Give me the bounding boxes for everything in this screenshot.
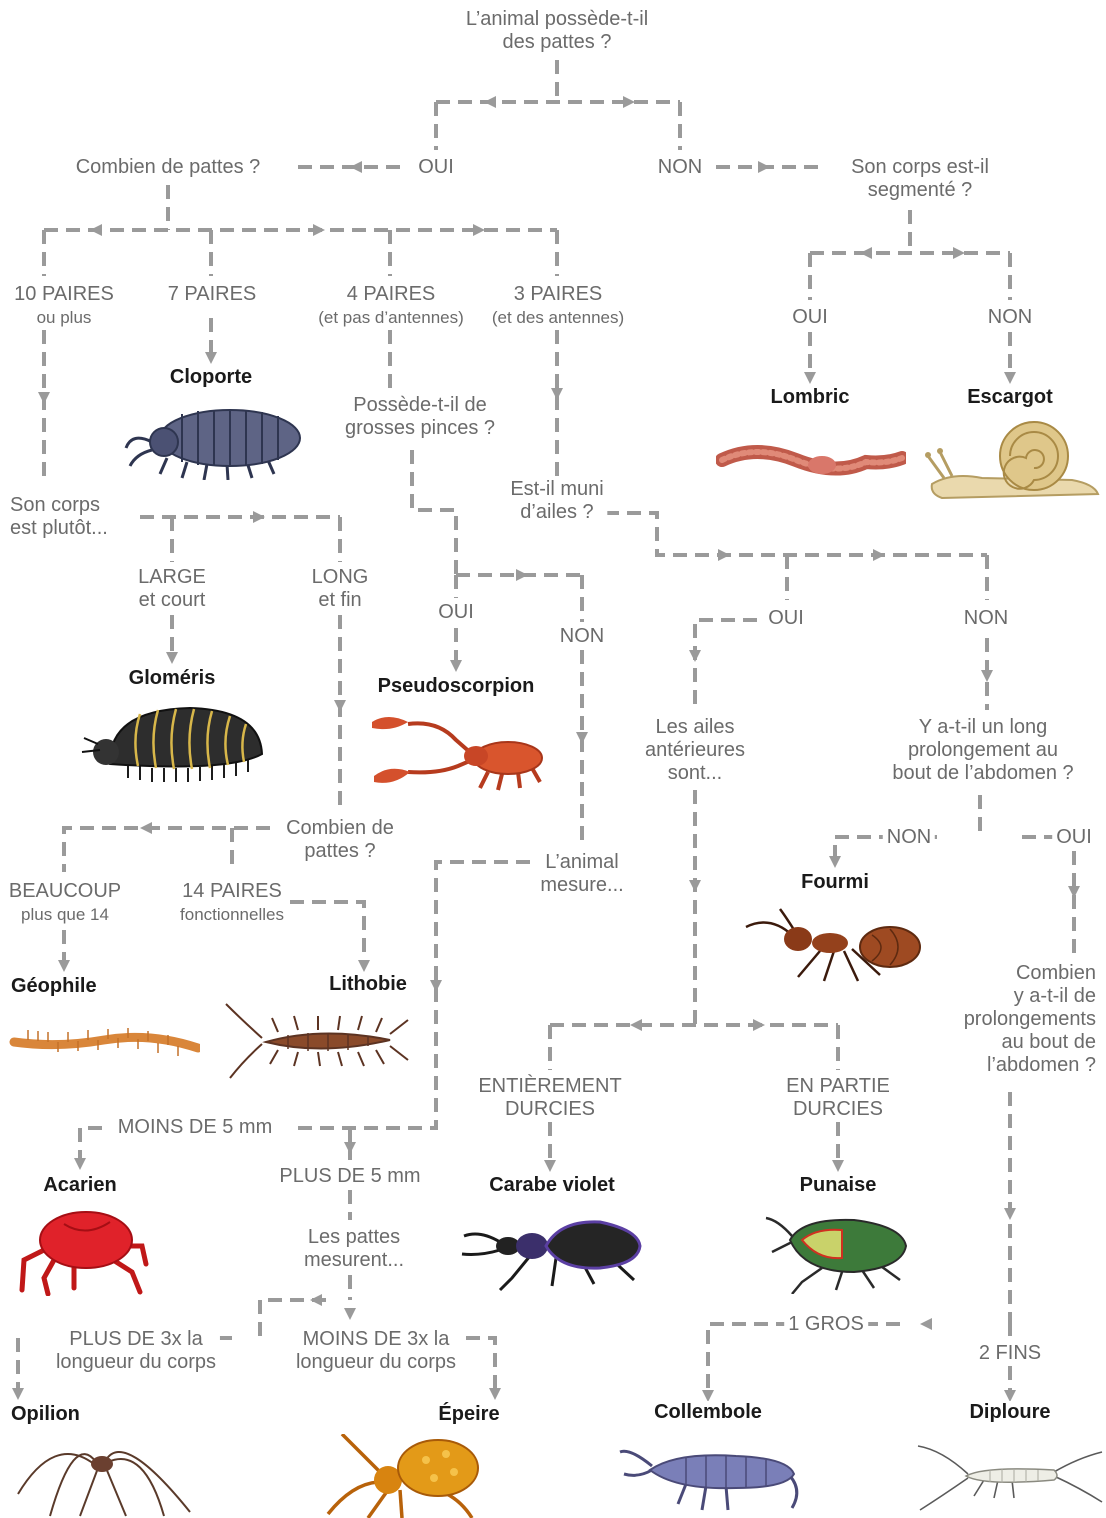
answer-oui-wings: OUI [764,607,808,630]
answer-ten-pairs-sub: ou plus [33,307,96,328]
question-legs-measure: Les pattes mesurent... [300,1226,408,1272]
answer-non-legs: NON [654,156,706,179]
answer-ten-pairs: 10 PAIRES [10,283,118,306]
orb-weaver-spider-illustration [322,1434,492,1518]
answer-large-sub: et court [135,589,210,612]
answer-less-3x: MOINS DE 3x la longueur du corps [292,1328,460,1374]
violet-ground-beetle-illustration [460,1206,646,1292]
answer-beaucoup: BEAUCOUP [5,880,125,903]
question-body-rather: Son corps est plutôt... [6,494,112,540]
question-how-many-extensions: Combien y a-t-il de prolongements au bou… [960,962,1100,1077]
answer-oui-extension: OUI [1052,826,1096,849]
answer-three-pairs-sub: (et des antennes) [488,307,628,328]
answer-three-pairs: 3 PAIRES [510,283,607,306]
harvestman-illustration [14,1436,192,1518]
animal-name-collembole: Collembole [651,1401,765,1424]
animal-name-lombric: Lombric [768,386,853,409]
animal-name-cloporte: Cloporte [167,366,255,389]
animal-name-carabe: Carabe violet [486,1174,618,1197]
question-long-extension: Y a-t-il un long prolongement au bout de… [888,716,1077,785]
answer-four-pairs-sub: (et pas d’antennes) [314,307,468,328]
answer-entirely-hard: ENTIÈREMENT DURCIES [474,1075,625,1121]
answer-more-3x: PLUS DE 3x la longueur du corps [52,1328,220,1374]
animal-name-opilion: Opilion [8,1403,83,1426]
earthworm-illustration [716,438,906,482]
answer-non-pincers: NON [556,625,608,648]
answer-partly-hard: EN PARTIE DURCIES [782,1075,894,1121]
answer-four-pairs: 4 PAIRES [343,283,440,306]
answer-large: LARGE [134,566,210,589]
answer-long-sub: et fin [314,589,365,612]
question-size: L’animal mesure... [536,851,627,897]
shield-bug-illustration [762,1210,912,1294]
dipluran-illustration [914,1444,1104,1514]
springtail-illustration [616,1438,806,1514]
snail-illustration [922,418,1100,502]
answer-fourteen-pairs: 14 PAIRES [178,880,286,903]
answer-less-5mm: MOINS DE 5 mm [114,1116,276,1139]
mite-illustration [14,1208,152,1296]
animal-name-punaise: Punaise [797,1174,880,1197]
animal-name-escargot: Escargot [964,386,1056,409]
answer-oui-segmented: OUI [788,306,832,329]
animal-name-geophile: Géophile [8,975,100,998]
answer-oui-pincers: OUI [434,601,478,624]
question-wings: Est-il muni d’ailes ? [506,478,607,524]
question-has-legs: L’animal possède-t-il des pattes ? [462,8,652,54]
answer-non-wings: NON [960,607,1012,630]
question-how-many-legs-2: Combien de pattes ? [282,817,398,863]
lithobius-illustration [222,1000,410,1080]
answer-one-big: 1 GROS [784,1313,868,1336]
ant-illustration [740,905,932,985]
animal-name-lithobie: Lithobie [326,973,410,996]
animal-name-fourmi: Fourmi [798,871,872,894]
geophile-illustration [8,1018,200,1066]
pseudoscorpion-illustration [368,710,546,792]
animal-name-pseudoscorpion: Pseudoscorpion [375,675,538,698]
answer-seven-pairs: 7 PAIRES [164,283,261,306]
answer-long: LONG [308,566,373,589]
answer-fourteen-pairs-sub: fonctionnelles [176,904,288,925]
answer-more-5mm: PLUS DE 5 mm [275,1165,424,1188]
answer-two-thin: 2 FINS [975,1342,1045,1365]
woodlouse-illustration [122,402,304,480]
animal-name-diploure: Diploure [966,1401,1053,1424]
question-front-wings: Les ailes antérieures sont... [641,716,749,785]
question-how-many-legs: Combien de pattes ? [72,156,265,179]
answer-oui-legs: OUI [414,156,458,179]
pill-millipede-illustration [80,702,266,782]
question-segmented: Son corps est-il segmenté ? [847,156,993,202]
animal-name-acarien: Acarien [40,1174,119,1197]
answer-beaucoup-sub: plus que 14 [17,904,113,925]
animal-name-glomeris: Gloméris [126,667,219,690]
answer-non-extension: NON [883,826,935,849]
question-pincers: Possède-t-il de grosses pinces ? [341,394,499,440]
animal-name-epeire: Épeire [435,1403,502,1426]
answer-non-segmented: NON [984,306,1036,329]
